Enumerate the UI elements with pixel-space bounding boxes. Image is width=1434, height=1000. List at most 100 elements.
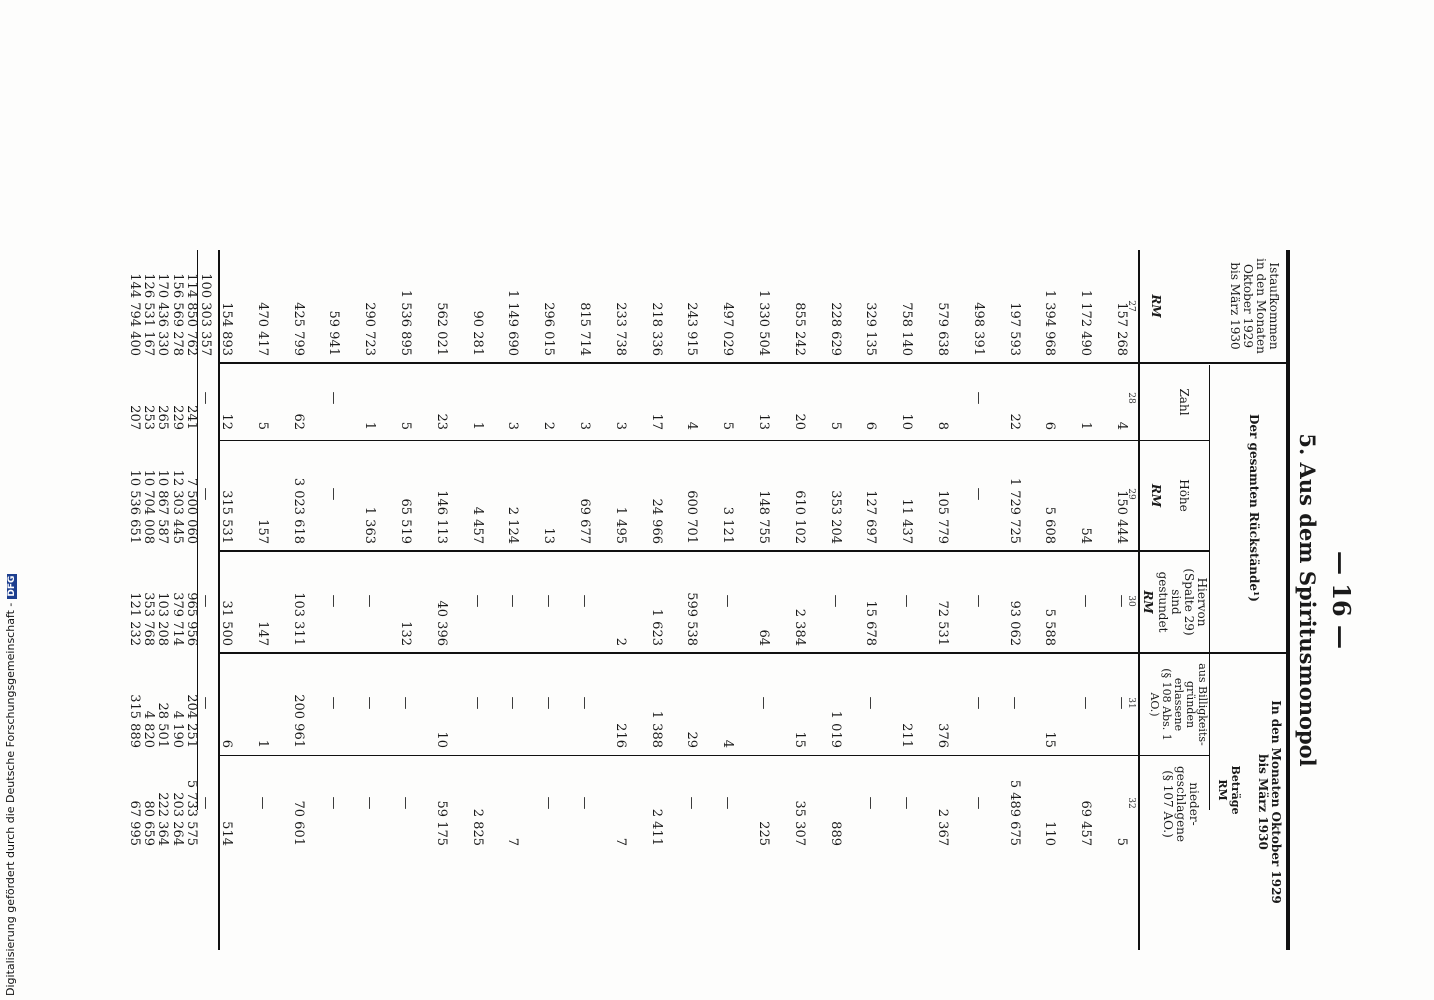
table-row-hoehe-cell: 65 519 [398,498,413,545]
table-row-niedergeschlagen-cell: 514 [219,821,234,846]
table-row-hoehe-cell: 600 701 [684,490,700,544]
table-row-erlassene-cell: — [863,696,879,710]
table-row-istaufkommen-cell: 329 135 [863,302,879,356]
table-row-niedergeschlagen-cell: 35 307 [791,800,807,847]
table-row-istaufkommen-cell: 562 021 [433,302,449,356]
table-row-hoehe-cell: 610 102 [791,490,807,544]
total-row-gestundet-cell: 103 208 [155,592,171,646]
table-row-hoehe-cell: 127 697 [863,490,879,544]
table-row-zahl-cell: 13 [756,413,771,430]
table-row-gestundet-cell: 72 531 [935,600,950,647]
table-row-niedergeschlagen-cell: — [577,796,592,810]
header-istaufkommen-unit: RM [1149,294,1163,318]
table-row-hoehe-cell: 5 608 [1042,506,1058,544]
table-row-erlassene-cell: 200 961 [290,694,306,748]
table-row-zahl-cell: 4 [1114,421,1129,430]
table-row-erlassene-cell: 29 [684,731,700,748]
table-row-istaufkommen-cell: 154 893 [219,302,234,356]
table-row-zahl-cell: 5 [254,421,270,430]
total-row-niedergeschlagen-cell: 67 995 [127,800,142,847]
table-row-gestundet-cell: 31 500 [219,600,234,647]
table-row-erlassene-cell: — [362,696,378,710]
table-row-niedergeschlagen-cell: 5 [1114,837,1129,846]
table-row-niedergeschlagen-cell: — [899,796,915,810]
page-number: — 16 — [1327,550,1356,650]
total-row-hoehe-cell: 12 303 445 [169,469,185,544]
total-row-istaufkommen-cell: 114 850 762 [183,273,199,356]
table-row-erlassene-cell: 1 388 [648,710,664,748]
col-sep-3 [220,550,1210,552]
table-row-gestundet-cell: 64 [756,629,771,646]
table-row-gestundet-cell: — [326,594,342,608]
table-row-zahl-cell: 17 [648,413,664,430]
header-erlassene: aus Billigkeits- gründen erlassene (§ 10… [1148,663,1209,746]
table-row-niedergeschlagen-cell: — [720,796,736,810]
table-row-gestundet-cell: 132 [398,621,413,646]
table-row-erlassene-cell: — [505,696,521,710]
total-row-zahl-cell: 253 [141,405,157,430]
table-row-zahl-cell: — [326,391,342,405]
dfg-logo: DFG [7,573,17,599]
total-row-istaufkommen-cell: 156 569 278 [169,273,185,356]
table-row-gestundet-cell: 5 588 [1042,608,1058,646]
table-row-istaufkommen-cell: 233 738 [612,302,628,356]
table-row-hoehe-cell: 54 [1078,527,1094,544]
table-row-gestundet-cell: 1 623 [648,608,664,646]
header-betraege: Beträge RM [1216,765,1242,815]
table-row-hoehe-cell: 146 113 [433,490,449,544]
table-row-istaufkommen-cell: 157 268 [1114,302,1129,356]
table-row-zahl-cell: 4 [684,421,700,430]
table-row-hoehe-cell: 4 457 [469,506,485,544]
table-row-erlassene-cell: 1 019 [827,710,843,748]
table-row-niedergeschlagen-cell: 59 175 [433,800,449,847]
table-row-zahl-cell: 23 [433,413,449,430]
total-row-hoehe-cell: 10 867 587 [155,469,171,544]
header-zahl: Zahl [1177,388,1191,416]
total-row-erlassene-cell: 4 190 [169,710,185,748]
table-row-zahl-cell: 1 [1078,421,1094,430]
table-row-hoehe-cell: 13 [541,527,557,544]
table-row-hoehe-cell: — [970,487,986,501]
table-row-gestundet-cell: 147 [254,621,270,646]
table-row-istaufkommen-cell: 1 394 968 [1042,289,1058,356]
table-row-niedergeschlagen-cell: 2 825 [469,808,485,846]
table-row-niedergeschlagen-cell: 225 [756,821,771,846]
table-row-zahl-cell: 22 [1006,413,1022,430]
table-row-erlassene-cell: — [469,696,485,710]
table-row-gestundet-cell: — [469,594,485,608]
table-row-istaufkommen-cell: 579 638 [935,302,950,356]
table-row-istaufkommen-cell: 815 714 [577,302,592,356]
table-row-istaufkommen-cell: 218 336 [648,302,664,356]
table-row-zahl-cell: 1 [469,421,485,430]
table-row-niedergeschlagen-cell: 2 367 [935,808,950,846]
table-row-zahl-cell: 5 [398,421,413,430]
table-row-istaufkommen-cell: 228 629 [827,302,843,356]
table-row-gestundet-cell: — [577,594,592,608]
credit-text: Digitalisierung gefördert durch die Deut… [4,602,17,996]
table-row-zahl-cell: 3 [505,421,521,430]
total-row-istaufkommen-cell: 126 531 167 [141,273,157,356]
header-gestundet-unit: RM [1141,590,1155,614]
table-row-niedergeschlagen-cell: — [254,796,270,810]
table-row-niedergeschlagen-cell: 2 411 [648,808,664,846]
table-row-gestundet-cell: — [827,594,843,608]
total-row-niedergeschlagen-cell: — [198,796,213,810]
total-row-niedergeschlagen-cell: 222 364 [155,792,171,846]
table-row-gestundet-cell: 2 384 [791,608,807,646]
table-row-hoehe-cell: 2 124 [505,506,521,544]
total-row-istaufkommen-cell: 170 436 330 [155,273,171,356]
total-row-zahl-cell: 229 [169,405,185,430]
table-row-hoehe-cell: 24 966 [648,498,664,545]
col-sep-2 [220,440,1210,441]
table-row-niedergeschlagen-cell: 5 489 675 [1006,779,1022,846]
table-row-erlassene-cell: — [541,696,557,710]
total-row-erlassene-cell: 28 501 [155,702,171,749]
section-title: 5. Aus dem Spiritusmonopol [1295,433,1320,767]
table-row-erlassene-cell: — [756,696,771,710]
col-sep-1 [220,362,1286,364]
table-row-erlassene-cell: 4 [720,739,736,748]
total-row-hoehe-cell: — [198,487,213,501]
header-bottom-rule [1138,250,1140,950]
table-row-niedergeschlagen-cell: 7 [505,837,521,846]
